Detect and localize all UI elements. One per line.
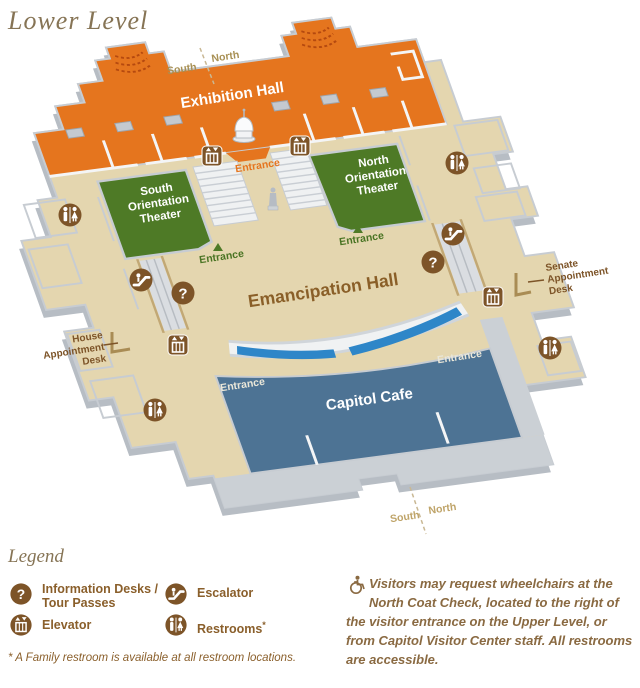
question-mark-icon: [10, 583, 32, 605]
page-title: Lower Level: [8, 6, 149, 35]
south-orientation-theater-area: [95, 168, 214, 261]
cafe-partitions: [305, 412, 450, 465]
question-mark-icon: [171, 281, 195, 305]
question-mark-icon: [421, 250, 445, 274]
compass-divider-bottom: [409, 486, 427, 535]
legend-restrooms-text: Restrooms: [197, 622, 263, 637]
house-appointment-desk: [110, 332, 131, 354]
elevator-icon: [290, 136, 310, 156]
escalator-icon: [164, 582, 188, 606]
cafe-right-slab: [479, 316, 545, 438]
senate-appointment-desk-label: SenateAppointmentDesk: [545, 254, 612, 297]
skylight-glass-right: [348, 307, 463, 356]
legend-escalator-label: Escalator: [197, 586, 254, 600]
escalator-icon: [130, 269, 153, 292]
house-desk-pointer: [103, 342, 119, 346]
escalator-icon: [442, 223, 465, 246]
legend-elevator-label: Elevator: [42, 618, 92, 632]
cafe-lower-slab: [214, 434, 554, 508]
entrance-marker: [252, 150, 262, 158]
wheelchair-icon: [349, 575, 365, 595]
elevator-icon: [168, 335, 188, 355]
accessibility-note-text: Visitors may request wheelchairs at the …: [346, 576, 633, 667]
restrooms-icon: [446, 152, 469, 175]
capitol-dome-icon: [232, 108, 256, 143]
central-stairs: [192, 147, 328, 227]
floor-plan-map: ?: [19, 16, 612, 535]
skylight-glass-left: [236, 345, 337, 360]
restrooms-icon: [164, 613, 188, 637]
north-orientation-theater-area: [307, 142, 427, 233]
restrooms-icon: [59, 204, 82, 227]
restrooms-icon: [539, 337, 562, 360]
senate-desk-pointer: [527, 279, 545, 283]
exhibition-entrance-vestibule: [225, 147, 271, 163]
entrance-marker: [213, 243, 223, 251]
legend-title: Legend: [8, 546, 64, 567]
senate-appointment-desk: [514, 273, 532, 297]
capitol-cafe-area: [214, 347, 524, 475]
restrooms-asterisk: *: [262, 620, 266, 630]
elevator-icon: [9, 613, 33, 637]
left-wing-rooms: [22, 196, 148, 420]
restrooms-icon: [144, 399, 167, 422]
compass-top-north: North: [211, 49, 240, 65]
entrance-marker: [353, 225, 363, 233]
exhibit-tower-arcs: [114, 26, 339, 73]
elevator-icon: [483, 287, 503, 307]
accessibility-note: Visitors may request wheelchairs at the …: [346, 574, 639, 669]
legend-footnote: * A Family restroom is available at all …: [8, 652, 297, 664]
compass-top-south: South: [166, 61, 197, 77]
legend-info-label: Information Desks /Tour Passes: [42, 582, 158, 610]
compass-bottom-north: North: [428, 501, 457, 517]
exhibit-display-cases: [65, 87, 389, 139]
elevator-icon: [202, 146, 222, 166]
statue-icon: [267, 187, 279, 211]
house-appointment-desk-label: HouseAppointmentDesk: [41, 330, 108, 373]
right-wing-rooms: [398, 118, 583, 377]
legend-restrooms-label: Restrooms*: [197, 618, 266, 636]
compass-bottom-south: South: [389, 509, 420, 525]
